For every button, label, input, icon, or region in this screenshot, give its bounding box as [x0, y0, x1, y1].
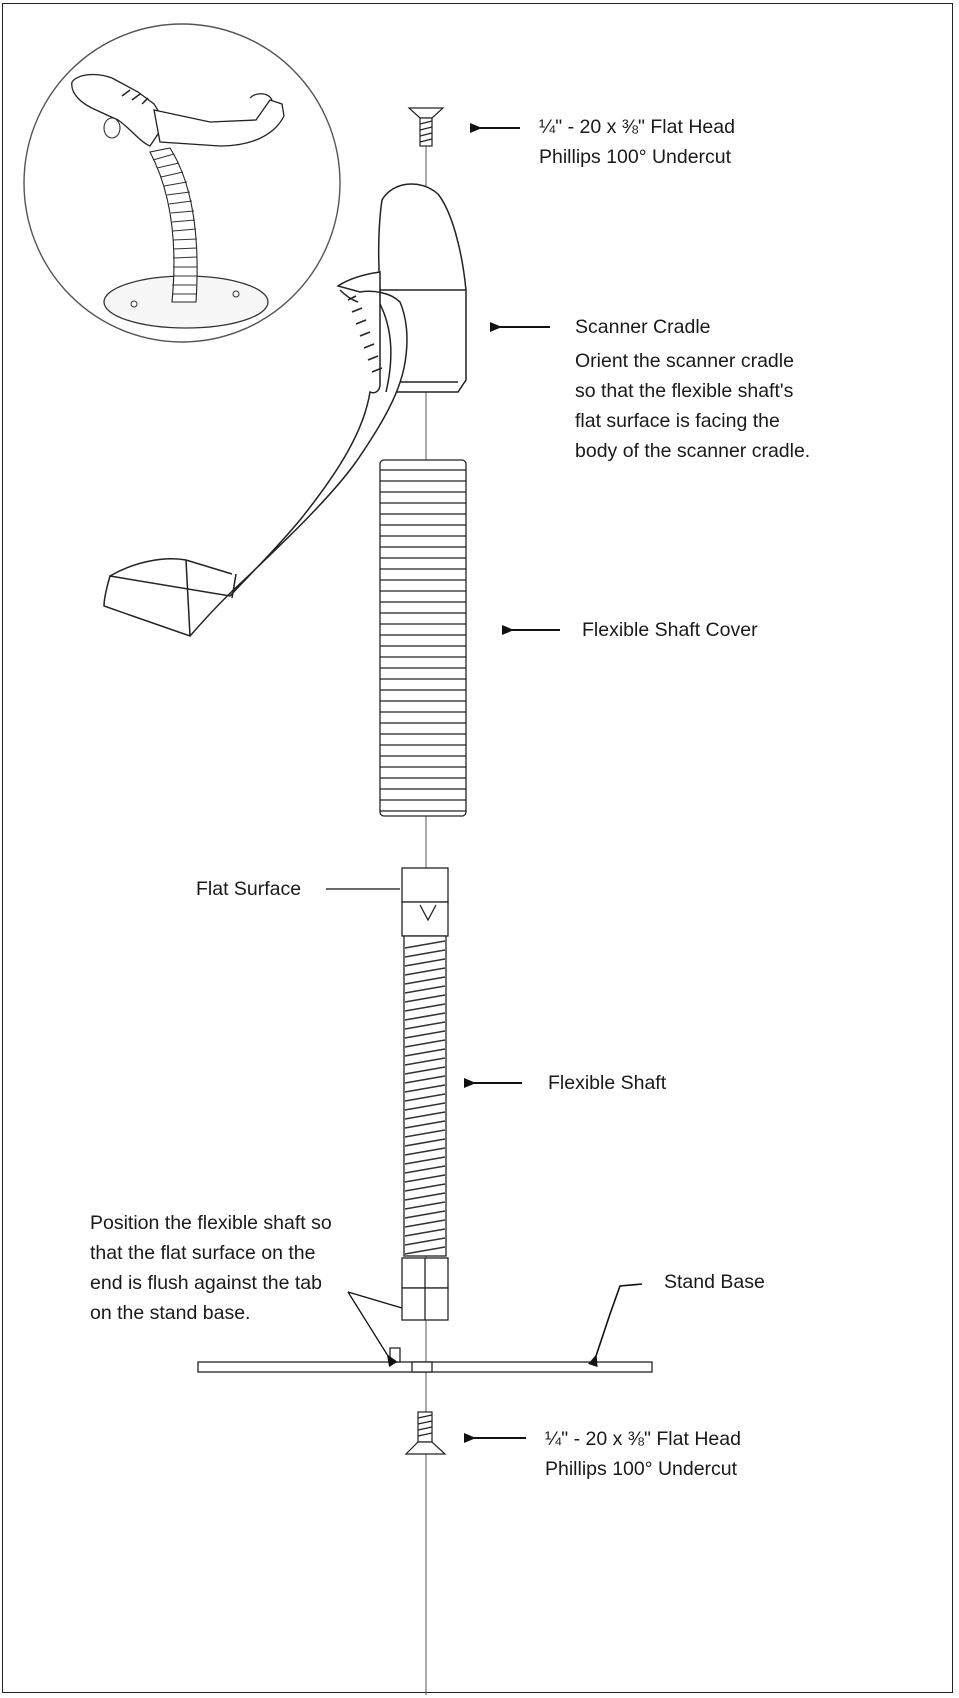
top-screw-label-line-2: Phillips 100° Undercut [539, 146, 732, 168]
shaft-cover-drawing [379, 459, 467, 817]
scanner-cradle-note-line-4: body of the scanner cradle. [575, 440, 811, 462]
bottom-screw-label-line-1: ¼" - 20 x ⅜" Flat Head [545, 1428, 741, 1450]
stand-base-label: Stand Base [664, 1271, 765, 1293]
shaft-cover-label: Flexible Shaft Cover [582, 619, 758, 641]
stand-base-leader [588, 1283, 643, 1368]
scanner-cradle-drawing [103, 183, 467, 637]
position-note-line-3: end is flush against the tab [90, 1272, 322, 1294]
position-note-line-1: Position the flexible shaft so [90, 1212, 332, 1234]
position-note-leaders [347, 1291, 403, 1368]
flexible-shaft-drawing [401, 867, 449, 1321]
top-screw-label-line-1: ¼" - 20 x ⅜" Flat Head [539, 116, 735, 138]
bottom-screw-label-line-2: Phillips 100° Undercut [545, 1458, 738, 1480]
scanner-cradle-note-line-3: flat surface is facing the [575, 410, 780, 432]
scanner-cradle-note-line-1: Orient the scanner cradle [575, 350, 794, 372]
bottom-screw-label: ¼" - 20 x ⅜" Flat Head Phillips 100° Und… [545, 1424, 741, 1484]
scanner-cradle-title: Scanner Cradle [575, 316, 711, 338]
position-note-line-2: that the flat surface on the [90, 1242, 316, 1264]
stand-base-drawing [197, 1347, 653, 1373]
flexible-shaft-label: Flexible Shaft [548, 1072, 667, 1094]
bottom-screw-drawing [404, 1411, 447, 1455]
assembled-stand-inset [23, 23, 341, 343]
flat-surface-label: Flat Surface [196, 878, 302, 900]
scanner-cradle-note: Orient the scanner cradle so that the fl… [575, 346, 810, 466]
position-note-line-4: on the stand base. [90, 1302, 251, 1324]
top-screw-label: ¼" - 20 x ⅜" Flat Head Phillips 100° Und… [539, 112, 735, 172]
top-screw-drawing [407, 107, 445, 147]
position-note: Position the flexible shaft so that the … [90, 1208, 332, 1328]
scanner-cradle-note-line-2: so that the flexible shaft's [575, 380, 794, 402]
